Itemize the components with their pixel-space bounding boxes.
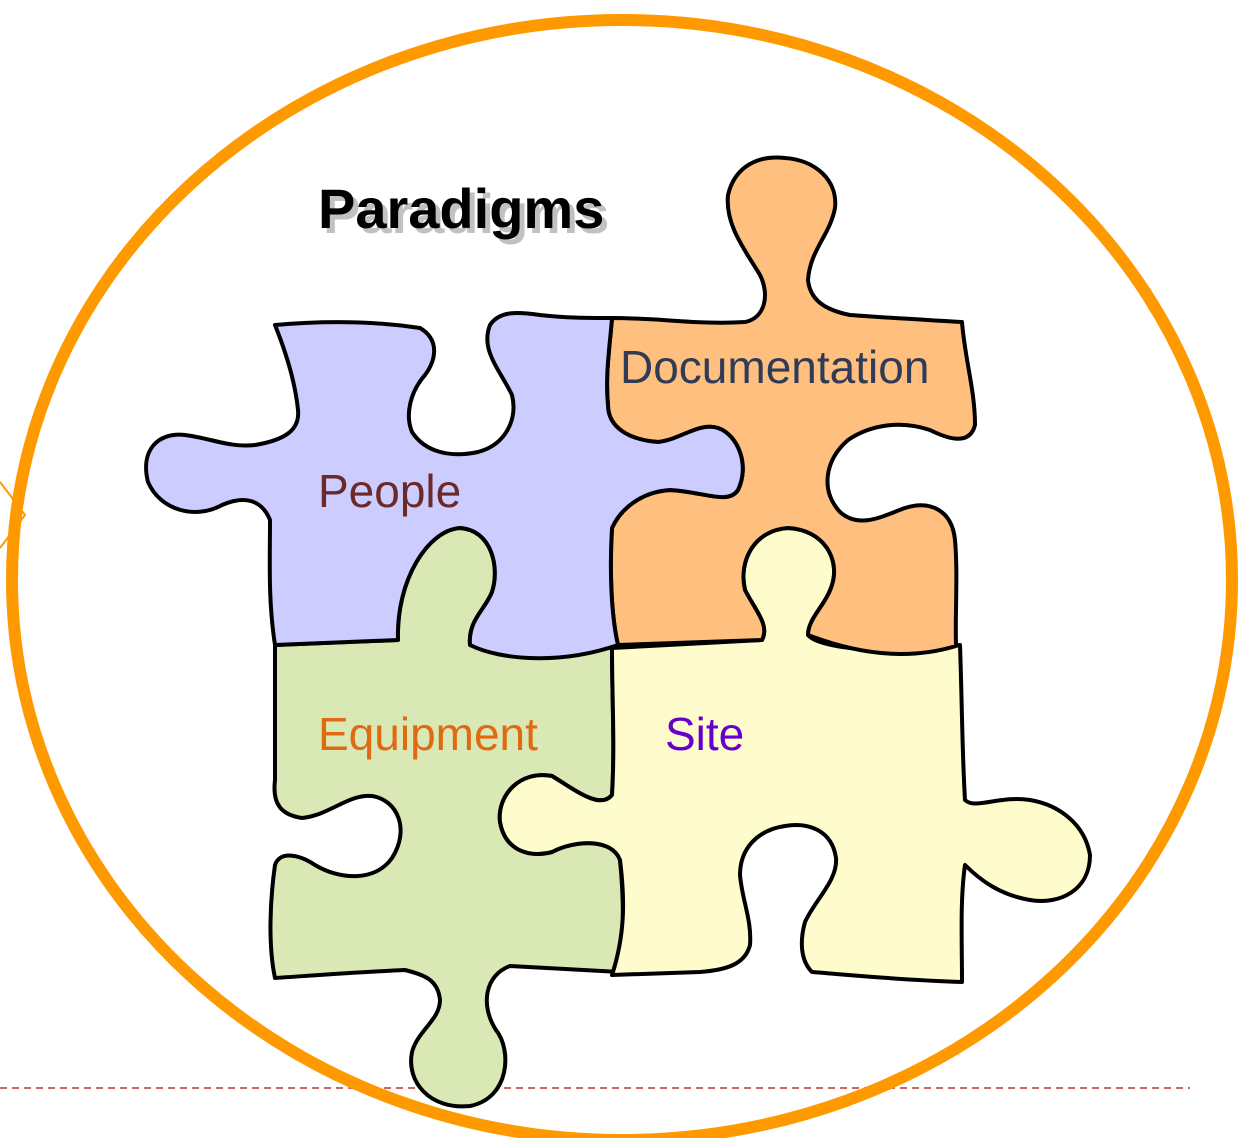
label-equipment: Equipment [318,708,538,760]
diagram-title-text: Paradigms [318,177,604,240]
label-people: People [318,465,461,517]
label-site: Site [665,708,744,760]
puzzle-piece-people [144,310,745,661]
puzzle-piece-site [497,526,1092,984]
diagram-title: Paradigms [323,182,609,245]
paradigms-circle [6,14,1238,1138]
label-documentation: Documentation [620,341,929,393]
